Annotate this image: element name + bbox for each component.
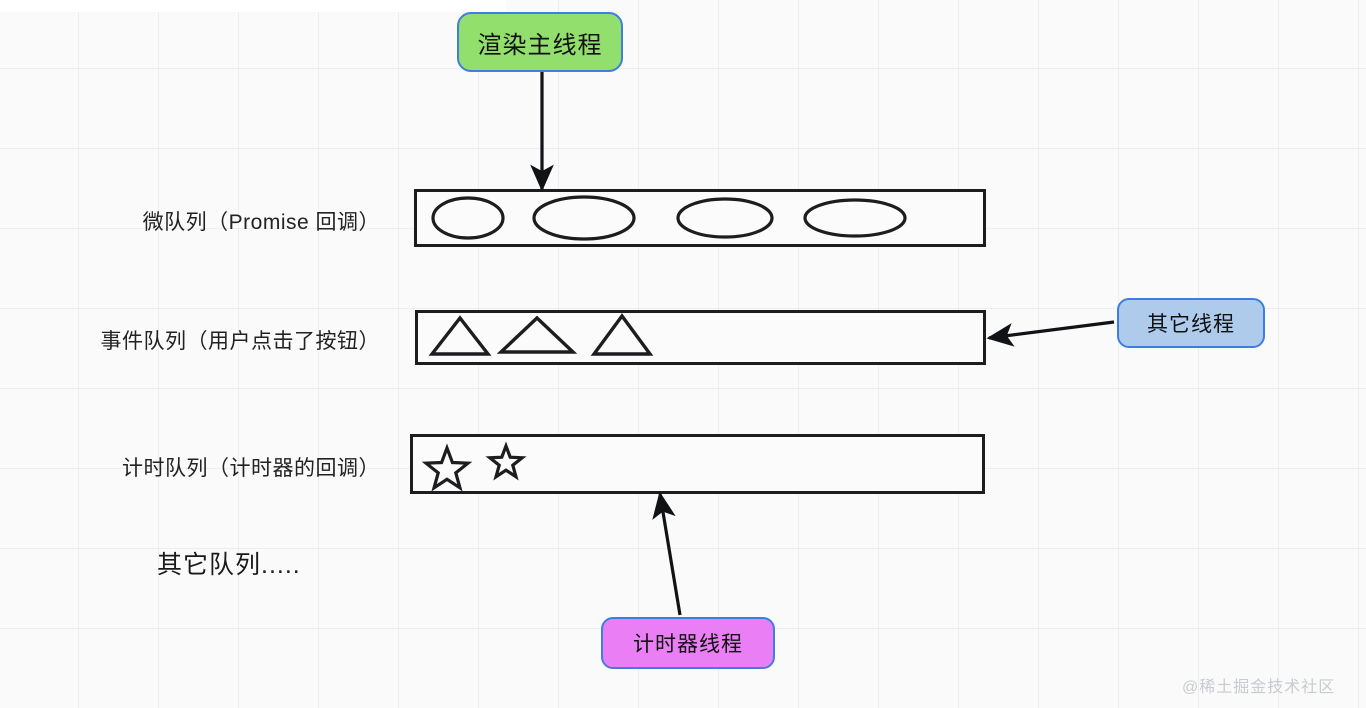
- node-timer-thread[interactable]: 计时器线程: [601, 617, 775, 669]
- queue-box-event: [415, 310, 986, 365]
- node-other-thread[interactable]: 其它线程: [1117, 298, 1265, 348]
- node-render-thread[interactable]: 渲染主线程: [457, 12, 623, 72]
- queue-label-event: 事件队列（用户点击了按钮）: [100, 330, 380, 353]
- top-white-band: [0, 0, 506, 12]
- node-timer-thread-label: 计时器线程: [633, 633, 743, 656]
- node-render-thread-label: 渲染主线程: [477, 31, 603, 59]
- queue-box-micro: [414, 189, 986, 247]
- node-other-thread-label: 其它线程: [1147, 313, 1235, 336]
- queue-label-micro: 微队列（Promise 回调）: [142, 211, 380, 234]
- watermark: @稀土掘金技术社区: [1182, 679, 1336, 696]
- queue-label-timer: 计时队列（计时器的回调）: [122, 457, 380, 480]
- queue-box-timer: [410, 434, 985, 494]
- other-queues-label: 其它队列.....: [157, 551, 301, 579]
